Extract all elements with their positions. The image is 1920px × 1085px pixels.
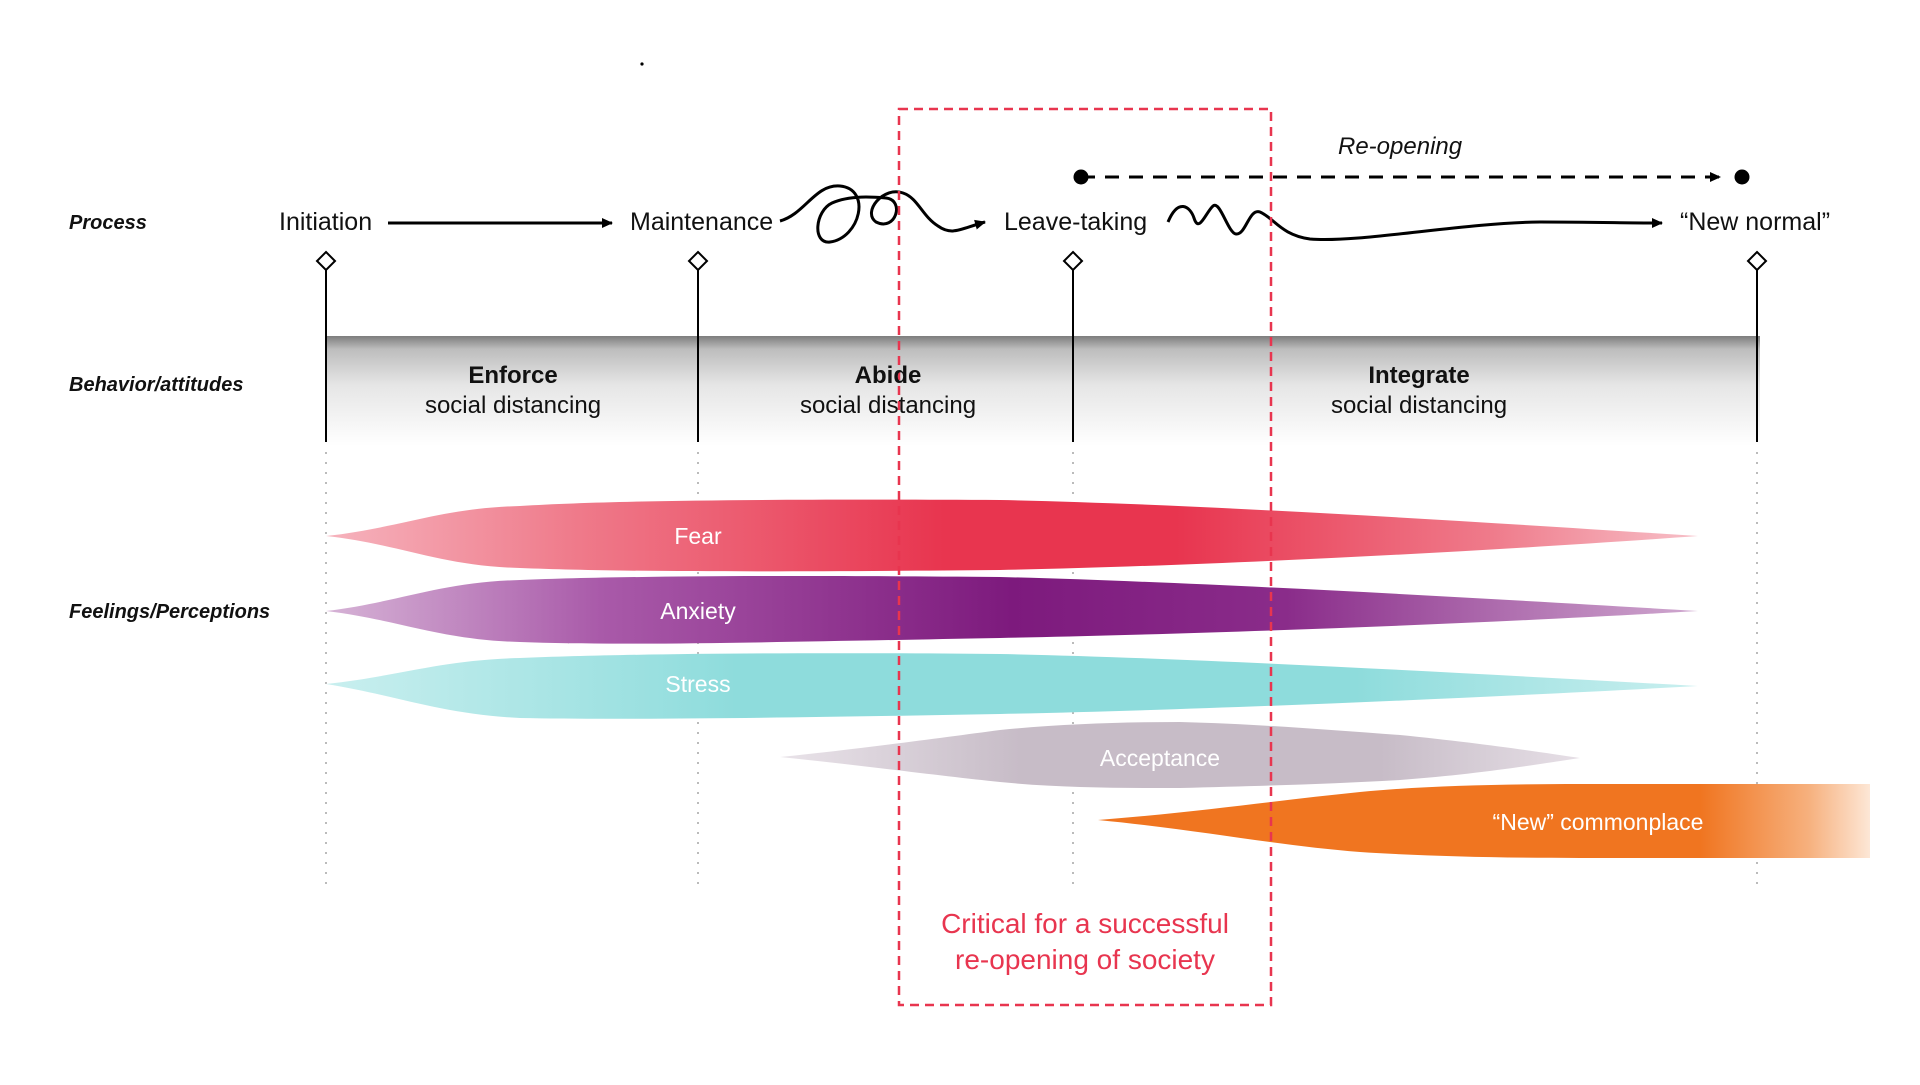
- behavior-integrate: Integrate social distancing: [1299, 362, 1539, 420]
- diamond-leave-taking: [1062, 250, 1084, 272]
- behavior-enforce: Enforce social distancing: [393, 362, 633, 420]
- squiggle-arrow-maintenance-leave-taking: [779, 184, 986, 244]
- behavior-enforce-subtitle: social distancing: [424, 392, 602, 419]
- fear-shape: [326, 499, 1698, 572]
- stage-label-leave-taking: Leave-taking: [1004, 208, 1148, 236]
- stage-label-new-normal: “New normal”: [1680, 208, 1831, 236]
- reopening-label: Re-opening: [1338, 133, 1463, 160]
- row-label-process: Process: [69, 212, 147, 234]
- stage-label-maintenance: Maintenance: [630, 208, 774, 236]
- stray-dot: [640, 62, 644, 66]
- critical-text-line2: re-opening of society: [955, 944, 1215, 975]
- diamond-new-normal: [1746, 250, 1768, 272]
- feeling-label-acceptance: Acceptance: [1100, 745, 1220, 771]
- behavior-enforce-title: Enforce: [468, 362, 558, 389]
- critical-text: Critical for a successful re-opening of …: [899, 906, 1271, 978]
- anxiety-shape: [326, 576, 1698, 644]
- row-label-feelings: Feelings/Perceptions: [69, 601, 271, 623]
- feeling-label-new-commonplace: “New” commonplace: [1493, 809, 1704, 835]
- reopening-start-dot: [1073, 169, 1089, 185]
- feeling-shapes: [326, 499, 1870, 858]
- milestone-lines: [325, 270, 1758, 442]
- diamond-initiation: [315, 250, 337, 272]
- process-arrows: [388, 172, 1721, 244]
- critical-text-line1: Critical for a successful: [941, 908, 1229, 939]
- diamond-maintenance: [687, 250, 709, 272]
- feeling-label-anxiety: Anxiety: [660, 598, 736, 624]
- critical-box: [897, 107, 1273, 1007]
- behavior-integrate-subtitle: social distancing: [1330, 392, 1508, 419]
- milestone-diamonds: [315, 250, 1768, 272]
- reopening-end-dot: [1734, 169, 1750, 185]
- behavior-abide: Abide social distancing: [768, 362, 1008, 420]
- behavior-abide-subtitle: social distancing: [799, 392, 977, 419]
- feeling-label-fear: Fear: [674, 523, 722, 549]
- feeling-labels: Fear Anxiety Stress Acceptance “New” com…: [660, 523, 1703, 835]
- row-label-behavior: Behavior/attitudes: [69, 374, 244, 396]
- squiggle-arrow-leave-taking-new-normal: [1166, 203, 1663, 241]
- new-commonplace-shape: [1098, 784, 1870, 858]
- behavior-integrate-title: Integrate: [1368, 362, 1470, 389]
- behavior-abide-title: Abide: [854, 362, 922, 389]
- stage-label-initiation: Initiation: [279, 208, 373, 236]
- feeling-label-stress: Stress: [665, 671, 730, 697]
- behavior-band: [326, 336, 1760, 446]
- acceptance-shape: [780, 722, 1580, 788]
- stress-shape: [326, 653, 1698, 719]
